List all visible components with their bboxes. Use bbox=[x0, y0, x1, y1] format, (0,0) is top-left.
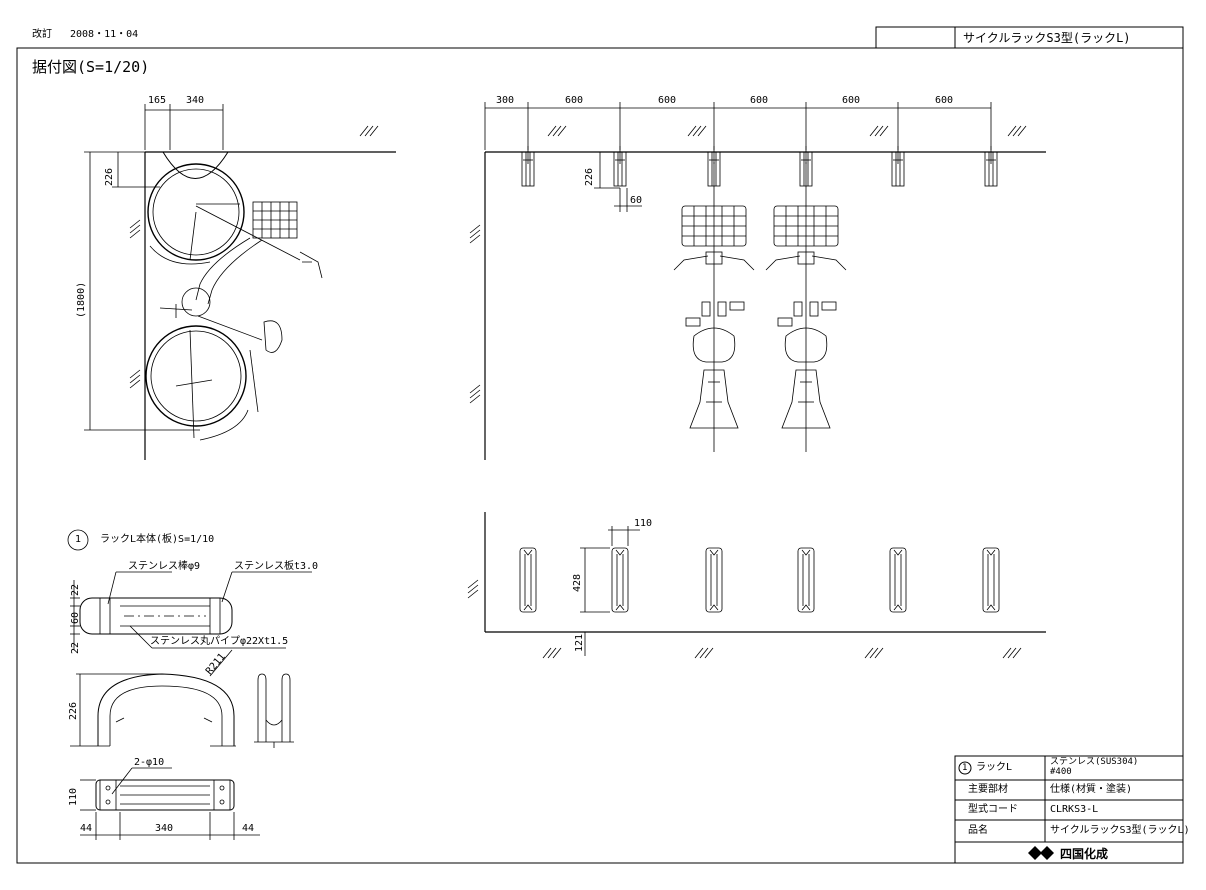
callout-plate: ステンレス板t3.0 bbox=[234, 561, 319, 572]
maker-logo-mark-icon bbox=[1028, 846, 1054, 860]
dim-side-1800: (1800) bbox=[76, 281, 87, 318]
dim-detail-226: 226 bbox=[68, 701, 79, 720]
installation-view-title: 据付図(S=1/20) bbox=[32, 58, 150, 76]
dim-plan-110: 110 bbox=[634, 518, 653, 529]
callout-holes: 2-φ10 bbox=[134, 757, 165, 768]
dim-detail-22a: 22 bbox=[70, 583, 81, 596]
dim-side-165: 165 bbox=[148, 95, 167, 106]
dim-front-spacing-4: 600 bbox=[750, 95, 769, 106]
revision-label: 改訂 bbox=[32, 29, 52, 40]
tb-row1-value-line2: #400 bbox=[1050, 767, 1072, 777]
tb-row1-number: 1 bbox=[962, 763, 968, 773]
dim-detail-44b: 44 bbox=[242, 823, 255, 834]
dim-front-60: 60 bbox=[630, 195, 643, 206]
dim-front-spacing-3: 600 bbox=[658, 95, 677, 106]
dim-detail-60: 60 bbox=[70, 611, 81, 624]
tb-row2-value: 仕様(材質・塗装) bbox=[1050, 784, 1133, 795]
detail-number: 1 bbox=[75, 534, 82, 545]
dim-front-spacing-2: 600 bbox=[565, 95, 584, 106]
dim-plan-428: 428 bbox=[572, 573, 583, 592]
tb-row3-value: CLRKS3-L bbox=[1050, 804, 1099, 815]
dim-detail-110: 110 bbox=[68, 787, 79, 806]
drawing-title: サイクルラックS3型(ラックL) bbox=[963, 31, 1131, 45]
dim-front-226: 226 bbox=[584, 167, 595, 186]
tb-row4-value: サイクルラックS3型(ラックL) bbox=[1050, 825, 1190, 836]
tb-row4-label: 品名 bbox=[968, 825, 988, 836]
dim-side-340: 340 bbox=[186, 95, 205, 106]
maker-logo: 四国化成 bbox=[1028, 845, 1128, 861]
maker-logo-text: 四国化成 bbox=[1060, 847, 1109, 861]
callout-pipe: ステンレス丸パイプφ22Xt1.5 bbox=[150, 636, 289, 647]
dim-front-spacing-1: 300 bbox=[496, 95, 515, 106]
dim-front-spacing-6: 600 bbox=[935, 95, 954, 106]
tb-row1-label: ラックL bbox=[976, 762, 1013, 773]
dim-detail-22b: 22 bbox=[70, 641, 81, 654]
dim-front-spacing-5: 600 bbox=[842, 95, 861, 106]
dim-detail-340: 340 bbox=[155, 823, 174, 834]
revision-date: 2008・11・04 bbox=[70, 29, 139, 40]
dim-detail-44a: 44 bbox=[80, 823, 93, 834]
callout-rod: ステンレス棒φ9 bbox=[128, 561, 201, 572]
dim-side-226: 226 bbox=[104, 167, 115, 186]
detail-title: ラックL本体(板)S=1/10 bbox=[100, 534, 215, 545]
tb-row2-label: 主要部材 bbox=[968, 784, 1008, 795]
tb-row1-value-line1: ステンレス(SUS304) bbox=[1050, 757, 1139, 767]
tb-row3-label: 型式コード bbox=[968, 804, 1018, 815]
dim-plan-121: 121 bbox=[574, 633, 585, 652]
